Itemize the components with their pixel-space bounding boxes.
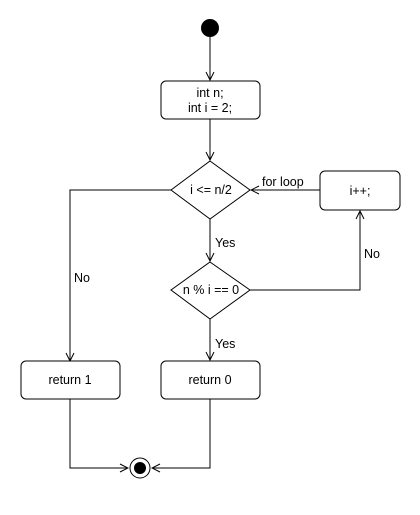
edge-loop-no: [70, 189, 171, 361]
increment-label: i++;: [350, 184, 371, 198]
edge-label-loop-no: No: [74, 271, 90, 285]
loop-condition-label: i <= n/2: [190, 183, 232, 197]
return-zero-label: return 0: [188, 373, 231, 387]
edge-label-mod-yes: Yes: [215, 337, 235, 351]
edge-return-one-to-end: [69, 399, 128, 468]
edge-return-zero-to-end: [152, 399, 211, 468]
edge-label-for-loop: for loop: [262, 175, 304, 189]
edge-label-loop-yes: Yes: [215, 236, 235, 250]
edge-label-mod-no: No: [364, 247, 380, 261]
mod-check-label: n % i == 0: [183, 283, 239, 297]
init-line-2: int i = 2;: [188, 101, 232, 115]
init-line-1: int n;: [196, 86, 223, 100]
return-one-label: return 1: [48, 373, 91, 387]
start-node: [201, 19, 219, 37]
edge-mod-no: [250, 211, 360, 291]
end-node: [129, 457, 151, 479]
